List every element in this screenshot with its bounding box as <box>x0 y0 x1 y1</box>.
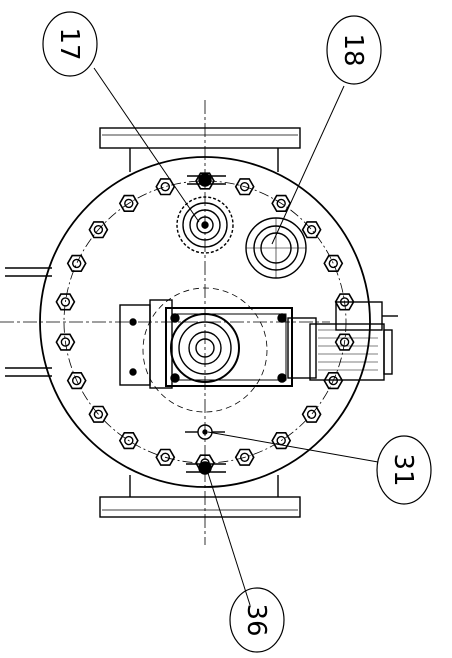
hex-bolt <box>301 405 322 423</box>
callout-label-18: 18 <box>338 33 368 66</box>
bolt-center <box>60 337 71 347</box>
hex-bolt <box>55 333 76 351</box>
bolt-center <box>60 297 71 307</box>
hex-bolt <box>118 431 139 450</box>
hex-bolt <box>55 293 76 311</box>
hex-bolt <box>301 221 322 239</box>
port-18 <box>245 217 307 279</box>
top-bracket <box>187 173 226 187</box>
hex-bolt <box>334 333 355 351</box>
callout-balloons <box>42 11 432 653</box>
leader-lines <box>93 67 379 606</box>
bolt-center <box>239 181 250 192</box>
bolt-center <box>124 198 134 209</box>
hex-bolt <box>88 405 109 423</box>
bolt-center <box>124 435 134 446</box>
callout-label-36: 36 <box>241 603 271 636</box>
callout-label-31: 31 <box>388 453 418 486</box>
hex-bolt <box>271 431 292 450</box>
hex-bolt <box>234 448 255 466</box>
bottom-bracket <box>186 461 226 475</box>
bolt-center <box>160 181 171 192</box>
bolt-center <box>71 258 82 269</box>
bolt-center <box>160 452 171 462</box>
hex-bolt <box>195 172 215 190</box>
hex-bolt <box>155 448 176 466</box>
bolt-center <box>93 409 104 419</box>
drive-assembly <box>119 287 398 413</box>
hex-bolt <box>234 178 255 196</box>
bolt-center <box>328 258 338 269</box>
bolt-center <box>239 452 250 462</box>
bolt-center <box>306 224 317 235</box>
hex-bolt <box>88 221 109 239</box>
bottom-flange <box>99 475 301 518</box>
left-pipe-stubs <box>5 267 52 377</box>
top-flange <box>99 127 301 172</box>
bolt-center <box>71 375 82 386</box>
port-31 <box>185 424 225 440</box>
port-17 <box>176 196 234 254</box>
bolt-center <box>93 224 104 235</box>
callout-label-17: 17 <box>54 27 84 60</box>
perimeter-bolts <box>55 172 355 472</box>
bolt-center <box>306 409 317 419</box>
hex-bolt <box>118 194 139 212</box>
hex-bolt <box>271 194 292 212</box>
hex-bolt <box>323 254 344 273</box>
hex-bolt <box>66 371 87 390</box>
hex-bolt <box>66 254 87 273</box>
bolt-center <box>276 198 286 209</box>
